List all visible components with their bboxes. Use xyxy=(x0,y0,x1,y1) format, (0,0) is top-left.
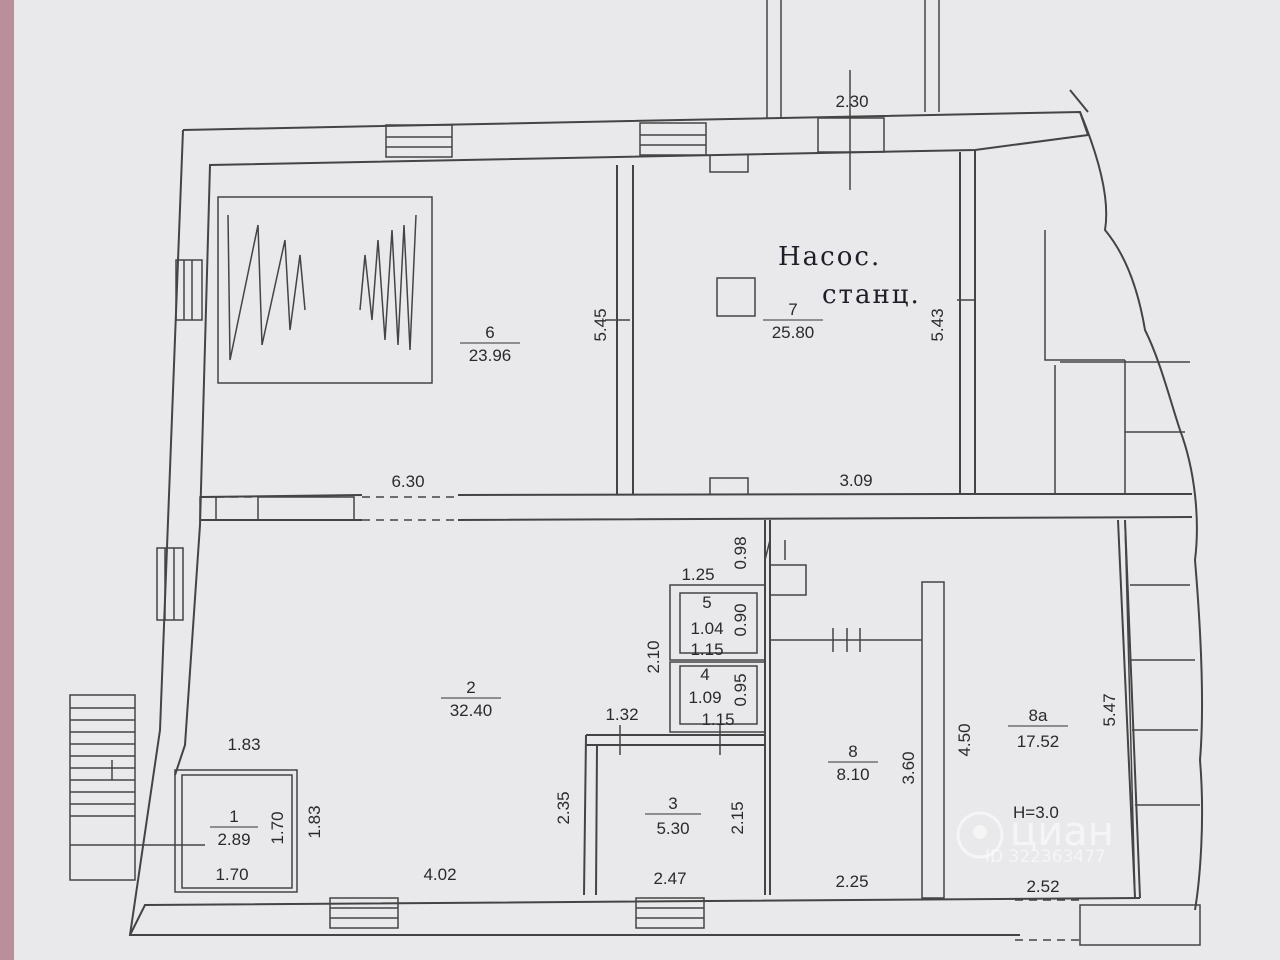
room-number: 8а xyxy=(1029,706,1048,725)
room-number: 6 xyxy=(485,323,494,342)
dim-room6-height: 5.45 xyxy=(591,308,610,341)
room-4-label: 4 1.09 xyxy=(688,665,721,707)
dim-room7-height: 5.43 xyxy=(928,308,947,341)
dim-210: 2.10 xyxy=(644,640,663,673)
dim-room7-width: 3.09 xyxy=(839,471,872,490)
annotation-line-2: станц. xyxy=(822,280,921,310)
dim-132: 1.32 xyxy=(605,705,638,724)
pump-fixture xyxy=(716,277,756,317)
dim-090: 0.90 xyxy=(731,603,750,636)
room-area: 23.96 xyxy=(469,346,512,365)
dim-450: 4.50 xyxy=(955,723,974,756)
location-pin-icon xyxy=(956,811,1004,859)
ceiling-height: Н=3.0 xyxy=(1013,803,1059,822)
dim-235: 2.35 xyxy=(554,791,573,824)
interior-walls xyxy=(69,117,1201,946)
room-number: 4 xyxy=(700,665,709,684)
dim-402: 4.02 xyxy=(423,865,456,884)
room-area: 25.80 xyxy=(772,323,815,342)
dim-225: 2.25 xyxy=(835,872,868,891)
dim-360: 3.60 xyxy=(899,751,918,784)
room-area: 2.89 xyxy=(217,830,250,849)
dim-125: 1.25 xyxy=(681,565,714,584)
upper-shaft xyxy=(766,0,940,118)
watermark-brand: циан xyxy=(1010,809,1114,855)
dim-top: 2.30 xyxy=(835,92,868,111)
dim-room6-width: 6.30 xyxy=(391,472,424,491)
dim-183-vertical: 1.83 xyxy=(305,805,324,838)
room-area: 32.40 xyxy=(450,701,493,720)
room-6-label: 6 23.96 xyxy=(460,323,520,365)
room-number: 2 xyxy=(466,678,475,697)
room-7-label: 7 25.80 xyxy=(763,300,823,342)
room-number: 5 xyxy=(702,593,711,612)
watermark-id: ID 322363477 xyxy=(985,847,1106,867)
dim-098: 0.98 xyxy=(731,536,750,569)
dim-115a: 1.15 xyxy=(690,640,723,659)
room-area: 5.30 xyxy=(656,819,689,838)
room-1-label: 1 2.89 xyxy=(210,807,258,849)
room-number: 8 xyxy=(848,742,857,761)
dim-547: 5.47 xyxy=(1100,693,1119,726)
room-area: 17.52 xyxy=(1017,732,1060,751)
room-area: 1.04 xyxy=(690,619,723,638)
torn-edge xyxy=(1079,111,1204,911)
room-2-label: 2 32.40 xyxy=(441,678,501,720)
annotation-line-1: Насос. xyxy=(778,242,881,272)
dim-252: 2.52 xyxy=(1026,877,1059,896)
paper-edge xyxy=(0,0,14,960)
dim-215: 2.15 xyxy=(728,801,747,834)
room-3-label: 3 5.30 xyxy=(645,794,701,838)
boiler-equipment xyxy=(217,196,433,384)
dim-170-horizontal: 1.70 xyxy=(215,865,248,884)
room-area: 1.09 xyxy=(688,688,721,707)
watermark: циан ID 322363477 xyxy=(956,809,1114,867)
room-number: 7 xyxy=(788,300,797,319)
dimension-labels: 2.30 6.30 3.09 1.25 1.15 1.15 1.32 1.83 … xyxy=(215,92,1059,896)
room-number: 1 xyxy=(229,807,238,826)
dim-247: 2.47 xyxy=(653,869,686,888)
room-number: 3 xyxy=(668,794,677,813)
dim-183-horizontal: 1.83 xyxy=(227,735,260,754)
vertical-dimension-labels: 5.45 5.43 0.98 0.90 2.10 0.95 2.35 2.15 … xyxy=(268,308,1119,844)
room-5-label: 5 1.04 xyxy=(690,593,723,638)
room-area: 8.10 xyxy=(836,765,869,784)
dim-170-vertical: 1.70 xyxy=(268,811,287,844)
room-8-label: 8 8.10 xyxy=(828,742,878,784)
room-8a-label: 8а 17.52 xyxy=(1008,706,1068,751)
dimension-ticks xyxy=(605,70,975,321)
dim-115b: 1.15 xyxy=(701,710,734,729)
dim-095: 0.95 xyxy=(731,673,750,706)
